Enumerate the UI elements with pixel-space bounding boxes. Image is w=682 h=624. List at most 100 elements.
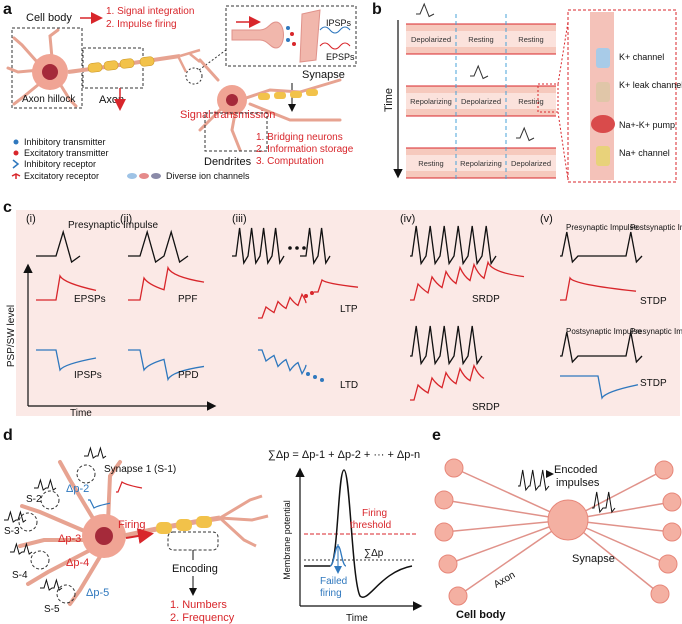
- srdp-label-2: SRDP: [472, 402, 500, 413]
- post-nucleus: [226, 94, 238, 106]
- output-2: 2. Frequency: [170, 612, 235, 624]
- input-spike-2: [34, 478, 57, 491]
- spike-iv-fast: [410, 225, 497, 266]
- e-link-4: [457, 519, 569, 597]
- e-node-3: [438, 554, 458, 574]
- encoded-label-1: Encoded: [554, 464, 597, 476]
- ltd-dot-0: [306, 372, 310, 376]
- stdp-label-2: STDP: [640, 378, 667, 389]
- s3-label: S-3: [4, 526, 20, 537]
- equation: ∑Δp = Δp-1 + Δp-2 + ··· + Δp-n: [268, 449, 420, 461]
- e-node-7: [662, 522, 682, 542]
- e-node-8: [658, 554, 678, 574]
- s4-circle: [30, 550, 50, 570]
- cell-body-label: Cell body: [26, 12, 72, 24]
- psp-s2: [88, 499, 111, 509]
- e-node-5: [654, 460, 674, 480]
- col-ii: (ii): [120, 213, 132, 225]
- epsp-trace: [36, 274, 97, 301]
- e-node-4: [448, 586, 468, 606]
- na-channel-label: Na+ channel: [619, 148, 670, 158]
- k-channel-label: K+ channel: [619, 52, 664, 62]
- state-label: Depolarized: [461, 97, 501, 106]
- e-input-spikes: [518, 469, 550, 492]
- ltd-trace: [258, 349, 307, 376]
- ltd-dot-2: [320, 378, 324, 382]
- state-label: Resting: [518, 97, 543, 106]
- epsp-wave: [319, 42, 351, 50]
- delta-2: Δp-2: [66, 483, 89, 495]
- e-link-2: [443, 519, 569, 533]
- ion-channels-label: Diverse ion channels: [166, 171, 250, 181]
- v-bottom-right: Presynaptic Impulse: [630, 327, 682, 336]
- delta-5: Δp-5: [86, 587, 109, 599]
- d-small-traces: [4, 446, 143, 591]
- col-iii: (iii): [232, 213, 247, 225]
- axon-e-label: Axon: [492, 570, 517, 591]
- inhibitory-receptor-icon: [12, 159, 20, 169]
- ipsp-wave: [319, 26, 351, 34]
- panel-c-letter: c: [3, 199, 12, 216]
- d-ylabel: Membrane potential: [282, 500, 292, 580]
- ipsp-trace: [36, 349, 97, 372]
- state-label: Repolarizing: [460, 159, 502, 168]
- e-link-0: [453, 467, 569, 521]
- d-myelin: [156, 516, 212, 534]
- synapse-label: Synapse: [302, 69, 345, 81]
- ellipsis-dot-2: [302, 246, 306, 250]
- ltp-label: LTP: [340, 304, 358, 315]
- c-traces: [36, 225, 643, 401]
- state-label: Depolarized: [511, 159, 551, 168]
- dendrite-function-3: 3. Computation: [256, 156, 324, 167]
- e-output-spikes: [592, 491, 616, 514]
- panel-a-letter: a: [3, 1, 12, 18]
- ltp-trace-b: [314, 278, 359, 293]
- ltd-label: LTD: [340, 380, 358, 391]
- e-node-2: [434, 522, 454, 542]
- delta-3: Δp-3: [58, 533, 81, 545]
- col-iv: (iv): [400, 213, 415, 225]
- state-label: Resting: [468, 35, 493, 44]
- e-node-1: [434, 490, 454, 510]
- input-spike-3: [4, 510, 27, 523]
- s2-label: S-2: [26, 494, 42, 505]
- ipsps-label: IPSPs: [326, 18, 352, 28]
- e-node-0: [444, 458, 464, 478]
- sum-label: ∑Δp: [364, 548, 384, 559]
- srdp-trace-slow: [410, 363, 485, 401]
- spike-iv-slow: [410, 325, 483, 366]
- presynaptic-terminal: [231, 21, 284, 49]
- excitatory-transmitter-icon: [13, 150, 19, 156]
- post-dendrites: [198, 58, 342, 152]
- excitatory-receptor-icon: [11, 173, 21, 179]
- spike-iii-a: [232, 227, 285, 265]
- axon-interior: [406, 31, 556, 47]
- col-i: (i): [26, 213, 36, 225]
- axon-box: [82, 47, 144, 89]
- spike-iii-b: [300, 227, 331, 265]
- ellipsis-dot-0: [288, 246, 292, 250]
- axon-hillock-label: Axon hillock: [22, 94, 76, 105]
- legend-3: Inhibitory receptor: [24, 159, 96, 169]
- neurotransmitters: [286, 26, 296, 46]
- panel-d: d Synapse 1 (S-1) S-2 S-3 S-4: [3, 427, 423, 624]
- srdp-trace-fast: [410, 260, 525, 301]
- action-potential-trace: [304, 469, 413, 599]
- synapse-circles: [18, 464, 96, 604]
- ltp-dot-1: [310, 291, 314, 295]
- ellipsis-dot-1: [295, 246, 299, 250]
- signal-transmission-label: Signal transmission: [180, 109, 275, 121]
- state-label: Resting: [518, 35, 543, 44]
- state-label: Resting: [418, 159, 443, 168]
- d-nucleus: [95, 527, 113, 545]
- psp-s1: [116, 481, 143, 493]
- encoded-label-2: impulses: [556, 477, 600, 489]
- threshold-label-1: Firing: [362, 508, 387, 519]
- spike-ii: [128, 229, 189, 264]
- s5-label: S-5: [44, 604, 60, 615]
- e-hub-synapse: [547, 499, 589, 541]
- ppf-trace: [128, 265, 205, 301]
- k-channel-icon: [596, 48, 610, 68]
- epsps-c-label: EPSPs: [74, 294, 106, 305]
